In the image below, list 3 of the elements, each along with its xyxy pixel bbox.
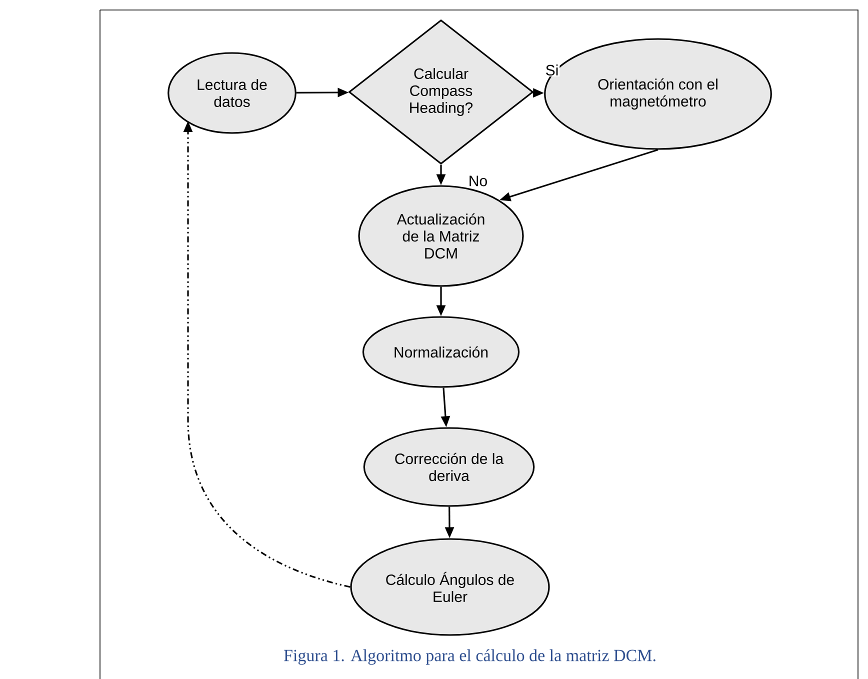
edge-label: Si <box>544 64 560 76</box>
edge-label: No <box>467 174 489 188</box>
caption: Figura 1. Algoritmo para el cálculo de la matriz DCM. <box>284 649 656 665</box>
